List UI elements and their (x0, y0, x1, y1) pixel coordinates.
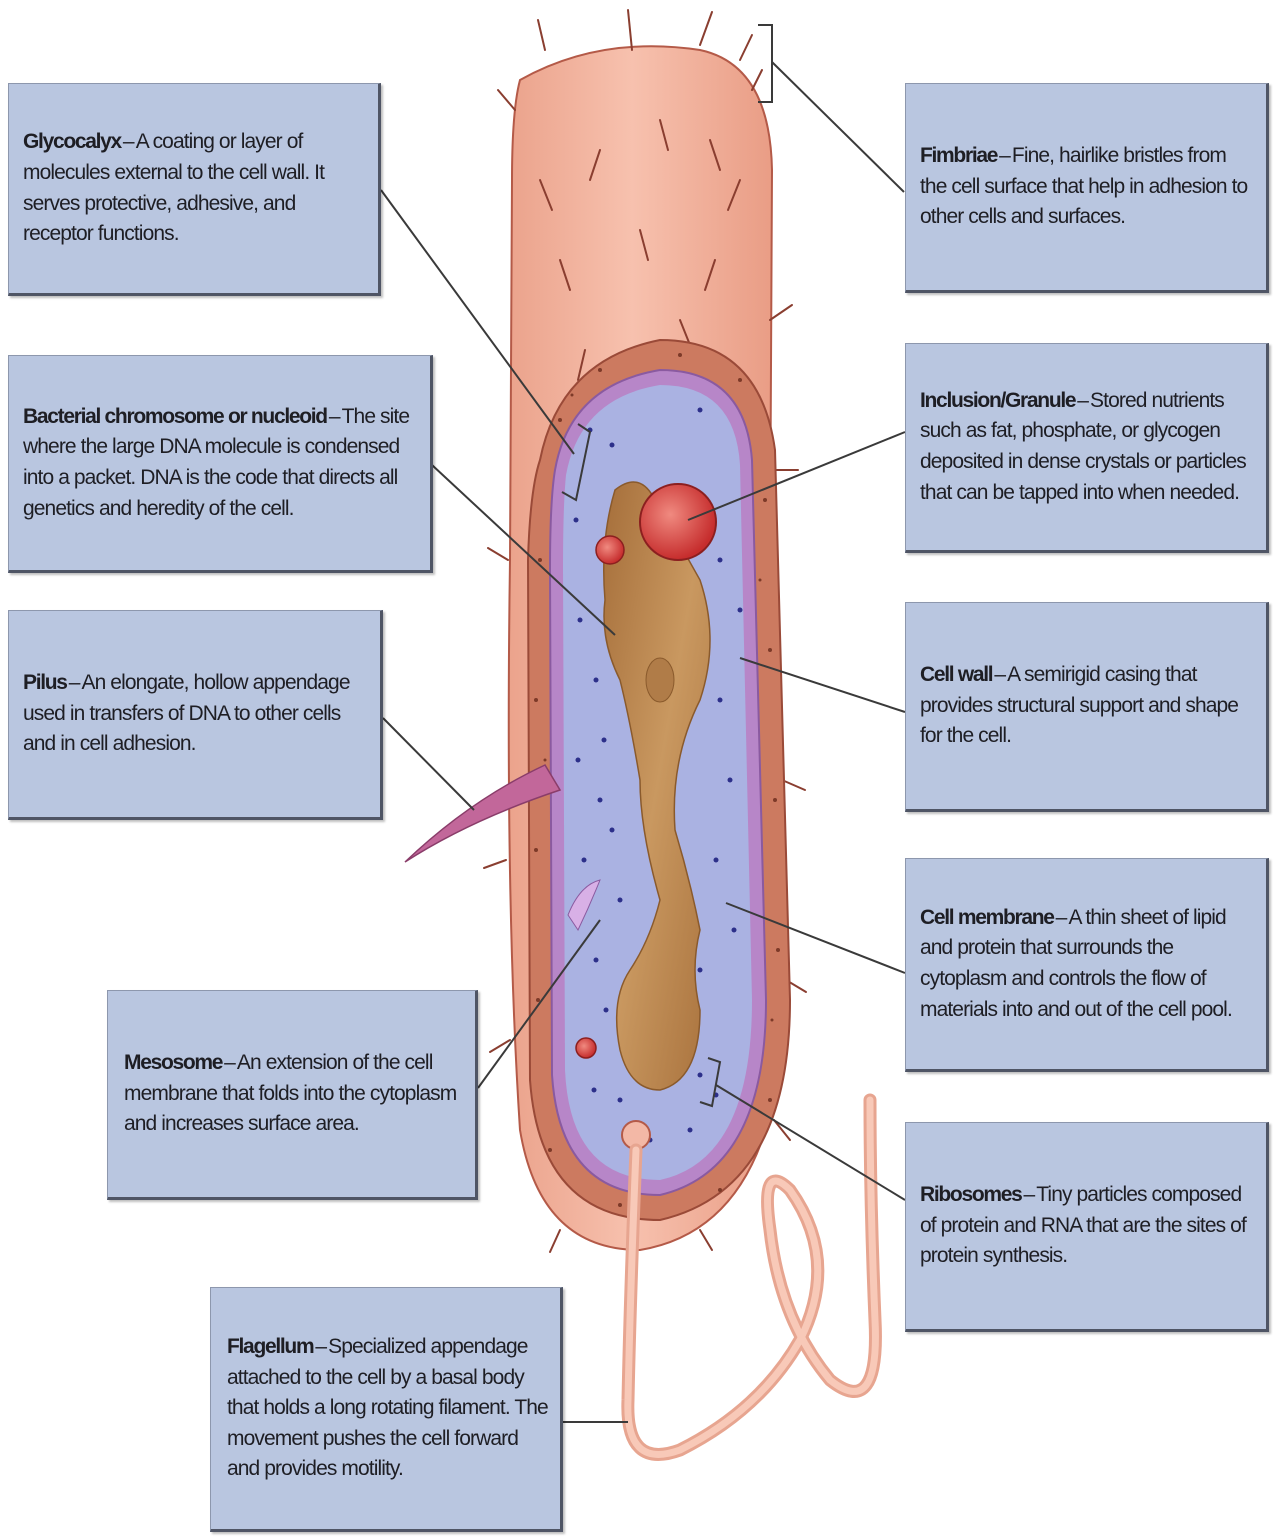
pilus-term: Pilus (23, 671, 67, 694)
nucleoid-label: Bacterial chromosome or nucleoid–The sit… (8, 355, 433, 573)
ribosomes-term: Ribosomes (920, 1183, 1022, 1206)
flagellum-term: Flagellum (227, 1335, 313, 1358)
cell-membrane-term: Cell membrane (920, 906, 1054, 929)
nucleoid-knot (646, 658, 674, 702)
cell-wall-term: Cell wall (920, 663, 992, 686)
fimbriae-term: Fimbriae (920, 144, 997, 167)
cell-wall-label: Cell wall–A semirigid casing that provid… (905, 602, 1269, 812)
pilus-label: Pilus–An elongate, hollow appendage used… (8, 610, 383, 820)
mesosome-label: Mesosome–An extension of the cell membra… (107, 990, 478, 1200)
inclusion-granule-bottom (576, 1038, 596, 1058)
cell-membrane-label: Cell membrane–A thin sheet of lipid and … (905, 858, 1269, 1072)
fimbriae-label: Fimbriae–Fine, hairlike bristles from th… (905, 83, 1269, 293)
inclusion-term: Inclusion/Granule (920, 389, 1075, 412)
inclusion-granule-large (640, 484, 716, 560)
flagellum-label: Flagellum–Specialized appendage attached… (210, 1287, 563, 1532)
inclusion-granule-small (596, 536, 624, 564)
inclusion-label: Inclusion/Granule–Stored nutrients such … (905, 343, 1269, 553)
glycocalyx-label: Glycocalyx–A coating or layer of molecul… (8, 83, 381, 296)
ribosomes-label: Ribosomes–Tiny particles composed of pro… (905, 1122, 1269, 1332)
glycocalyx-term: Glycocalyx (23, 130, 121, 153)
nucleoid-term: Bacterial chromosome or nucleoid (23, 405, 327, 428)
mesosome-term: Mesosome (124, 1051, 222, 1074)
